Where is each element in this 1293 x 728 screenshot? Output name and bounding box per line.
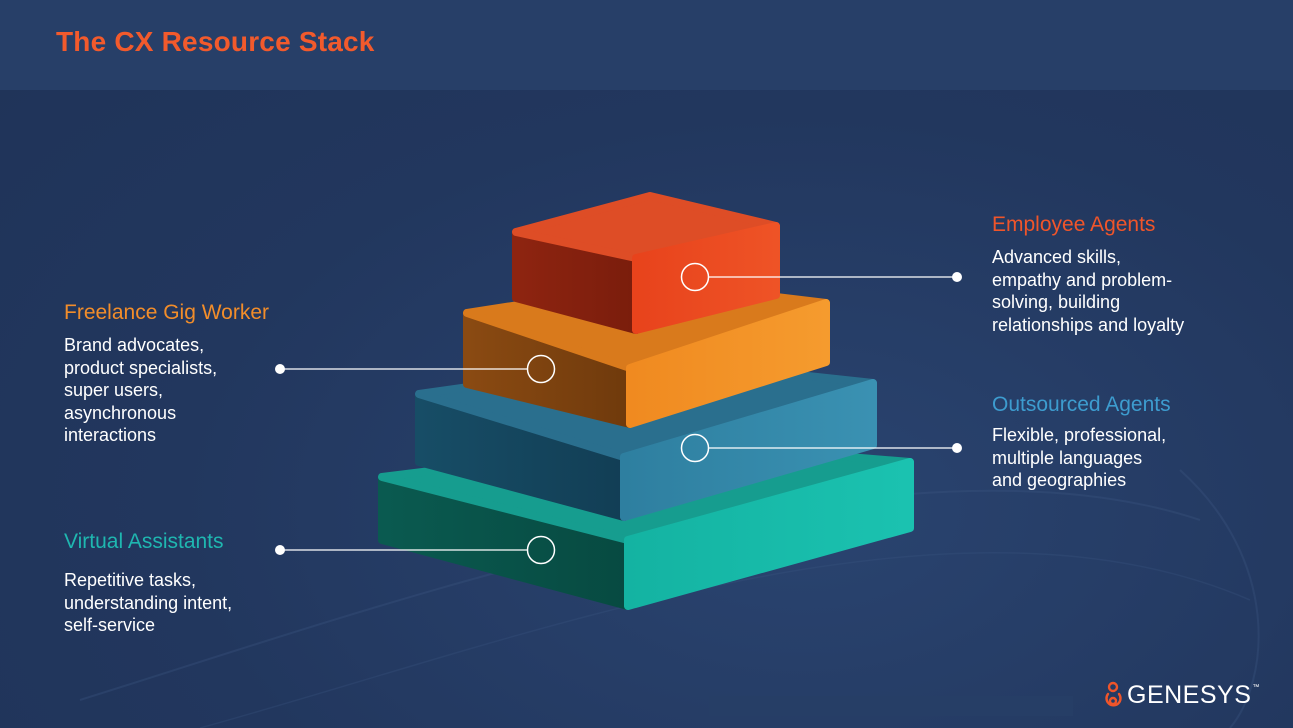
label-outsourced-agents: Outsourced Agents Flexible, professional… <box>992 392 1252 492</box>
connector-employee <box>680 262 962 292</box>
label-virtual-assistants-title: Virtual Assistants <box>64 530 224 553</box>
genesys-logo: GENESYS ™ <box>1104 680 1259 710</box>
label-freelance-gig-worker: Freelance Gig Worker Brand advocates, pr… <box>64 300 304 447</box>
label-freelance-gig-worker-description: Brand advocates, product specialists, su… <box>64 335 218 445</box>
trademark-symbol: ™ <box>1252 684 1260 691</box>
footer-bar <box>709 696 1073 716</box>
label-employee-agents-title: Employee Agents <box>992 213 1156 236</box>
label-outsourced-agents-description: Flexible, professional, multiple languag… <box>992 425 1167 490</box>
label-freelance-gig-worker-title: Freelance Gig Worker <box>64 301 270 324</box>
genesys-logo-icon <box>1105 681 1122 707</box>
connector-outsourced <box>680 433 962 463</box>
title-bar <box>0 0 1293 90</box>
label-virtual-assistants-description: Repetitive tasks, understanding intent, … <box>64 570 233 635</box>
layer-employee-agents <box>512 192 780 334</box>
slide-title: The CX Resource Stack <box>56 26 375 57</box>
label-outsourced-agents-title: Outsourced Agents <box>992 393 1171 416</box>
connector-virtual <box>275 535 556 565</box>
label-employee-agents-description: Advanced skills, empathy and problem- so… <box>992 247 1185 335</box>
label-virtual-assistants: Virtual Assistants Repetitive tasks, und… <box>64 529 324 637</box>
genesys-wordmark: GENESYS <box>1127 681 1252 709</box>
connector-freelance <box>275 354 556 384</box>
label-employee-agents: Employee Agents Advanced skills, empathy… <box>992 212 1252 336</box>
